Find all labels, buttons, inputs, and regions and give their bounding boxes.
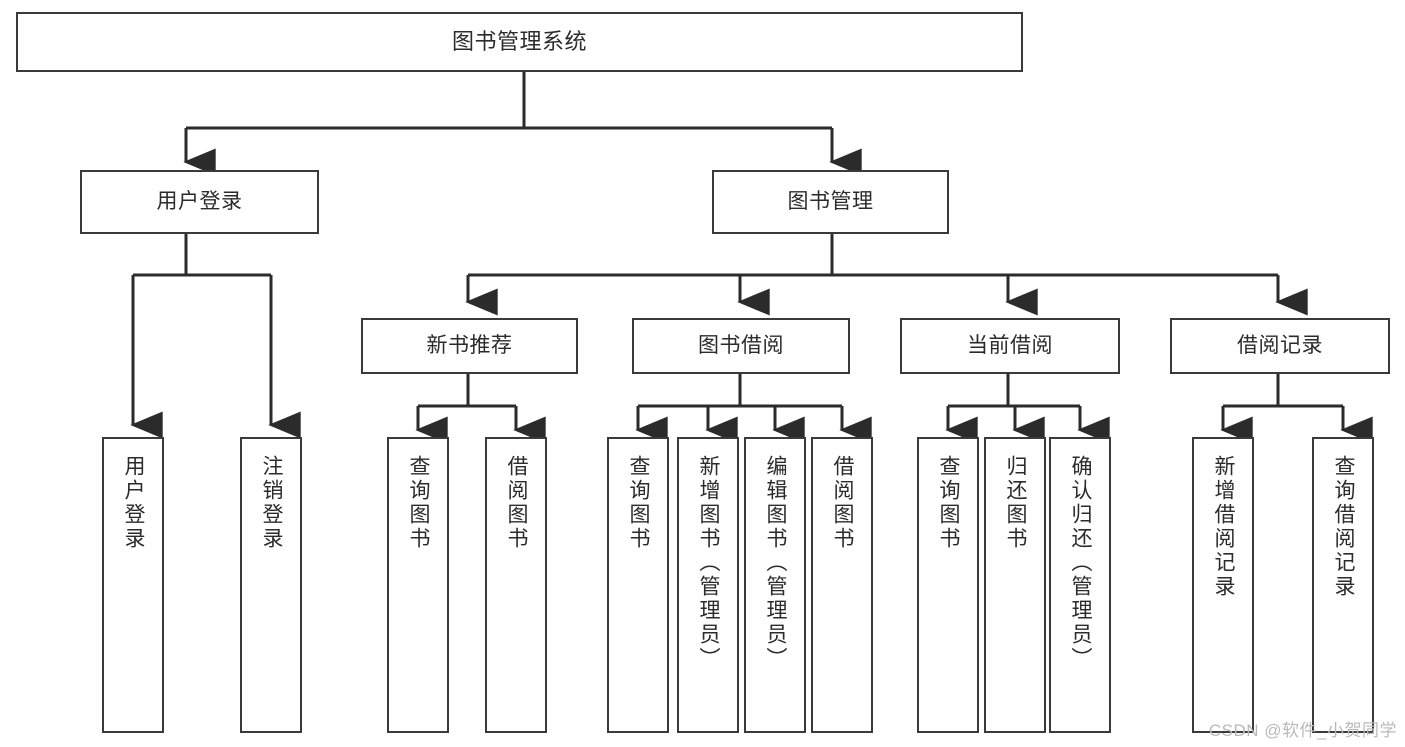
node-label: 确认归还（管理员）: [1069, 455, 1093, 671]
node-leaf-add-borrow-record[interactable]: 新增借阅记录: [1192, 437, 1254, 733]
node-label: 图书管理系统: [451, 29, 587, 55]
node-label: 借阅图书: [505, 455, 529, 551]
node-leaf-return-book[interactable]: 归还图书: [984, 437, 1046, 733]
node-label: 借阅记录: [1237, 333, 1323, 357]
node-label: 借阅图书: [831, 455, 855, 551]
node-label: 查询借阅记录: [1332, 455, 1356, 599]
node-new-book-recommend[interactable]: 新书推荐: [361, 318, 578, 374]
node-leaf-query-book-borrow[interactable]: 查询图书: [607, 437, 669, 733]
node-label: 新书推荐: [426, 333, 513, 357]
node-leaf-edit-book-admin[interactable]: 编辑图书（管理员）: [744, 437, 806, 733]
node-current-borrow[interactable]: 当前借阅: [900, 318, 1120, 374]
node-root-book-management-system[interactable]: 图书管理系统: [16, 12, 1023, 72]
node-leaf-add-book-admin[interactable]: 新增图书（管理员）: [677, 437, 739, 733]
node-label: 查询图书: [407, 455, 431, 551]
node-label: 当前借阅: [967, 333, 1053, 357]
node-label: 新增借阅记录: [1212, 455, 1236, 599]
node-book-management[interactable]: 图书管理: [712, 170, 949, 234]
node-leaf-query-book-current[interactable]: 查询图书: [917, 437, 979, 733]
node-label: 图书借阅: [698, 333, 784, 357]
node-leaf-query-book-recommend[interactable]: 查询图书: [387, 437, 449, 733]
node-label: 图书管理: [787, 189, 874, 213]
node-label: 归还图书: [1004, 455, 1028, 551]
node-leaf-borrow-book-borrow[interactable]: 借阅图书: [811, 437, 873, 733]
node-label: 用户登录: [122, 455, 146, 551]
node-leaf-user-login[interactable]: 用户登录: [102, 437, 164, 733]
node-leaf-query-borrow-record[interactable]: 查询借阅记录: [1312, 437, 1374, 733]
node-leaf-confirm-return-admin[interactable]: 确认归还（管理员）: [1049, 437, 1111, 733]
node-leaf-logout-login[interactable]: 注销登录: [240, 437, 302, 733]
node-book-borrow[interactable]: 图书借阅: [632, 318, 850, 374]
node-label: 注销登录: [260, 455, 284, 551]
node-borrow-record[interactable]: 借阅记录: [1170, 318, 1390, 374]
node-label: 用户登录: [156, 189, 243, 213]
node-label: 编辑图书（管理员）: [764, 455, 788, 671]
node-label: 查询图书: [937, 455, 961, 551]
watermark-text: CSDN @软件_小贺同学: [1208, 721, 1397, 740]
node-label: 查询图书: [627, 455, 651, 551]
node-leaf-borrow-book-recommend[interactable]: 借阅图书: [485, 437, 547, 733]
node-user-login[interactable]: 用户登录: [80, 170, 319, 234]
node-label: 新增图书（管理员）: [697, 455, 721, 671]
